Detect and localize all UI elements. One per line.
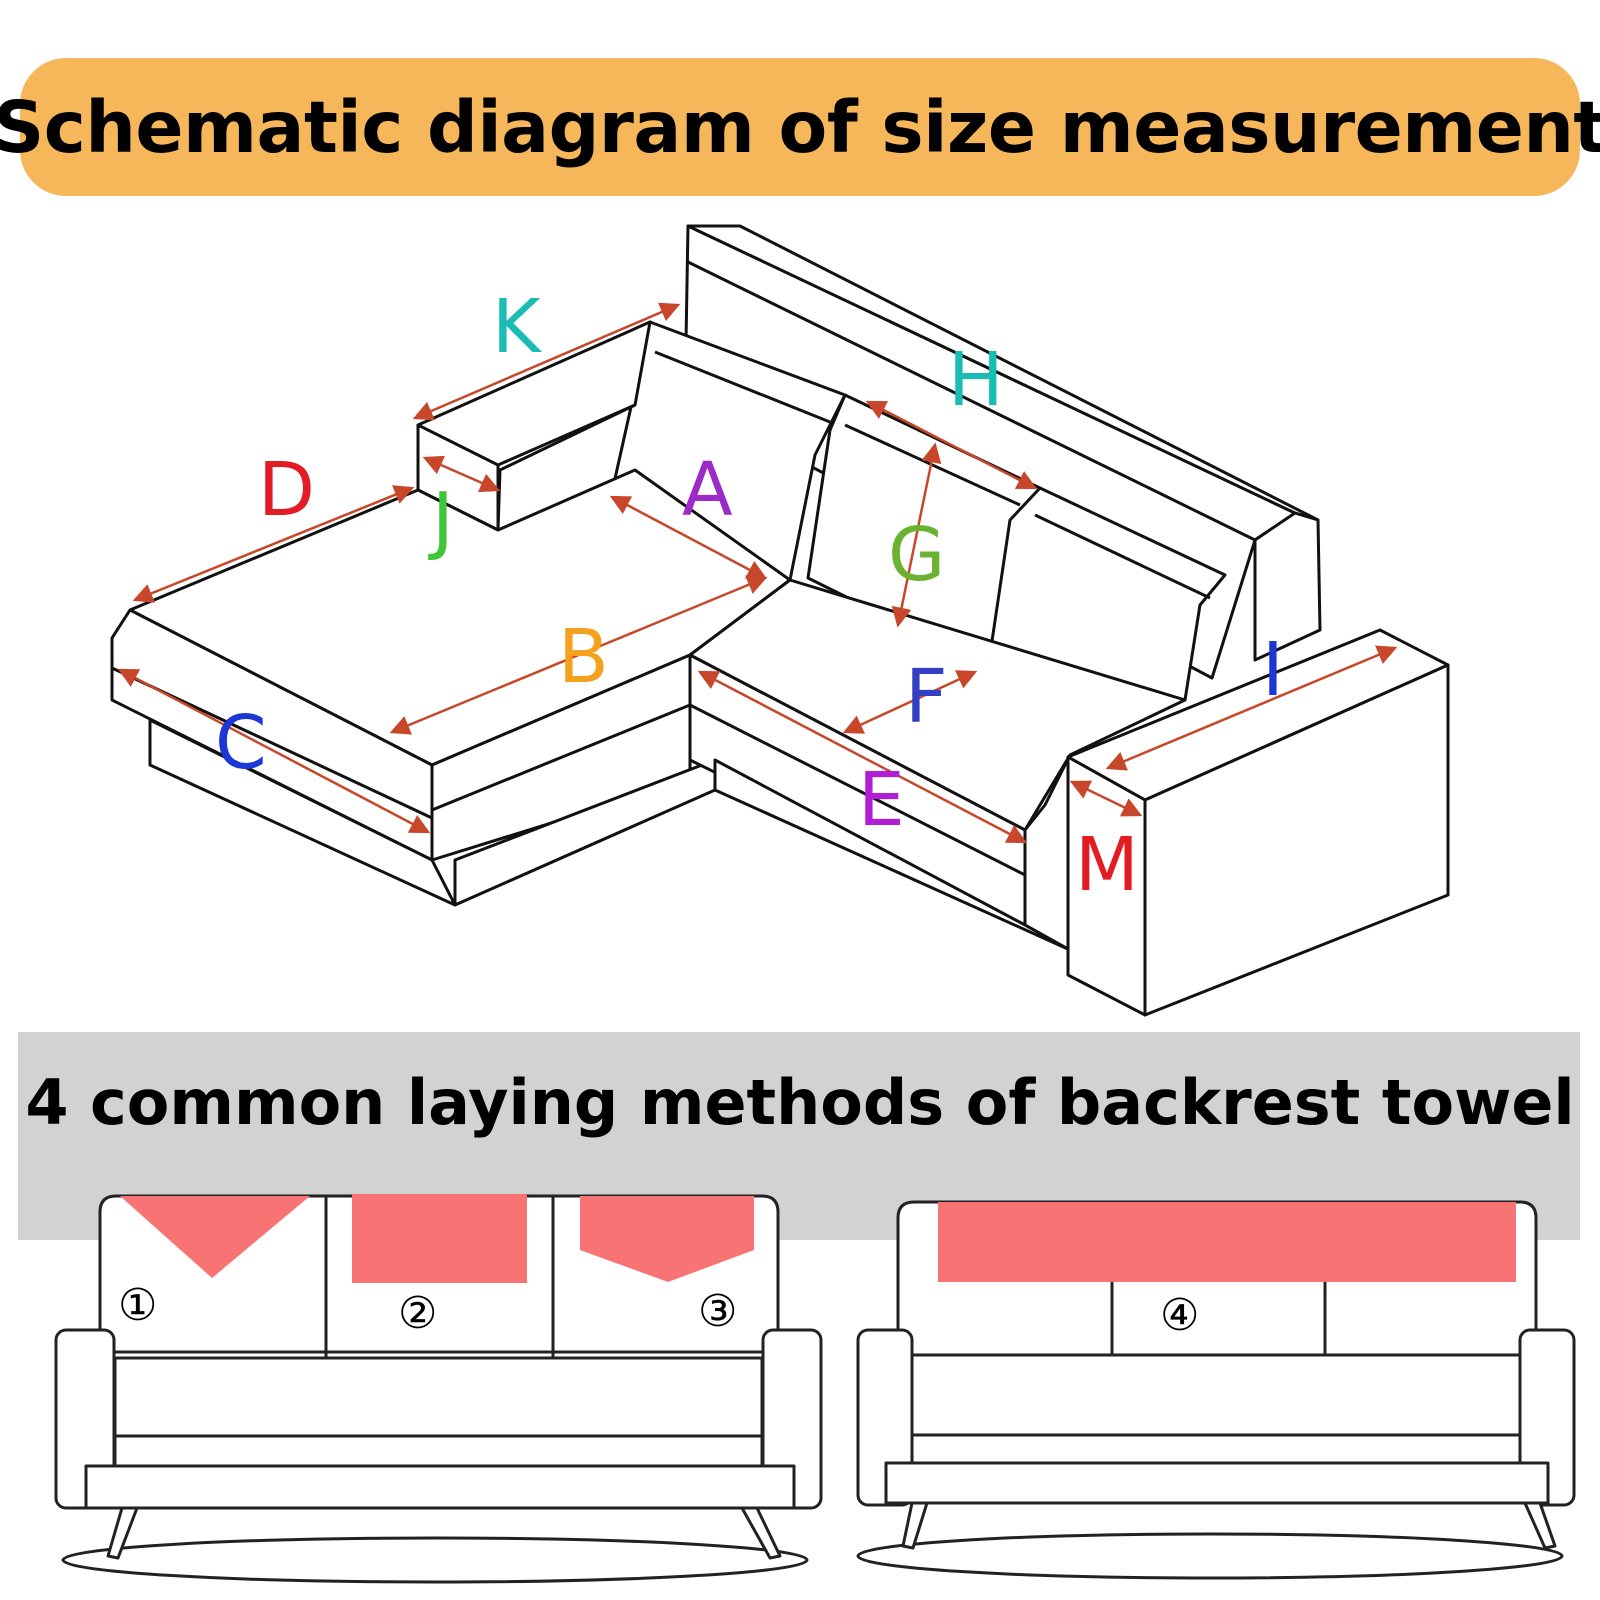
sofa-1-shadow <box>61 1536 809 1584</box>
arrow-d <box>132 485 415 603</box>
label-f: F <box>905 654 948 740</box>
arrow-a <box>609 495 768 580</box>
sofa-2-leg-left <box>901 1501 929 1550</box>
arrow-k <box>412 302 681 421</box>
sofa-1-seat <box>113 1356 764 1438</box>
label-i: I <box>1262 627 1284 713</box>
method-numbers-1-3: ① ② ③ <box>118 1280 737 1339</box>
towel-layout-4 <box>938 1202 1516 1282</box>
sofa-2-arm-left <box>856 1328 914 1507</box>
towel-method-2 <box>352 1194 527 1283</box>
sofa-2-seat-front <box>910 1433 1522 1465</box>
sofa-2-shadow <box>856 1532 1564 1580</box>
label-k: K <box>492 284 543 370</box>
sofa-2-base <box>884 1461 1550 1505</box>
sofa-backrest-side <box>1253 511 1322 662</box>
sofa-1-leg-right <box>740 1506 782 1560</box>
arrow-i <box>1105 645 1398 771</box>
arrow-m <box>1069 780 1143 817</box>
towel-method-3 <box>580 1196 754 1282</box>
arrow-b <box>389 575 768 735</box>
label-j: J <box>428 477 454 563</box>
sofa-1-leg-left <box>106 1506 139 1560</box>
label-c: C <box>215 700 267 786</box>
measurement-arrows <box>117 302 1398 844</box>
label-m: M <box>1075 822 1139 908</box>
method-numbers-4: ④ <box>1160 1290 1199 1341</box>
page-title: Schematic diagram of size measurement <box>0 85 1600 169</box>
sofa-2-arm-right <box>1518 1328 1576 1507</box>
sofa-2-seat <box>910 1353 1522 1437</box>
towel-layouts-1-3 <box>120 1194 754 1283</box>
arrow-e <box>697 670 1028 844</box>
label-d: D <box>258 447 315 533</box>
method-1-number: ① <box>118 1280 157 1331</box>
towel-method-4 <box>938 1202 1516 1282</box>
sofa-2-leg-right <box>1523 1501 1557 1550</box>
label-a: A <box>682 447 733 533</box>
label-e: E <box>858 757 905 843</box>
section-subtitle: 4 common laying methods of backrest towe… <box>25 1066 1575 1139</box>
method-3-number: ③ <box>698 1286 737 1337</box>
label-g: G <box>888 512 945 598</box>
sofa-1-base <box>84 1464 796 1510</box>
measurement-labels: K H D J A G B C F I E M <box>215 284 1284 908</box>
arrow-g <box>891 442 942 628</box>
arrow-c <box>117 668 431 834</box>
title-banner: Schematic diagram of size measurement <box>0 58 1600 196</box>
sectional-sofa <box>110 224 1450 1017</box>
method-2-number: ② <box>398 1288 437 1339</box>
arrow-j <box>422 455 501 493</box>
label-h: H <box>948 337 1004 423</box>
towel-method-1 <box>120 1196 310 1278</box>
arrow-h <box>865 400 1038 490</box>
sofa-1-seat-front <box>113 1434 764 1468</box>
label-b: B <box>558 614 609 700</box>
method-4-number: ④ <box>1160 1290 1199 1341</box>
